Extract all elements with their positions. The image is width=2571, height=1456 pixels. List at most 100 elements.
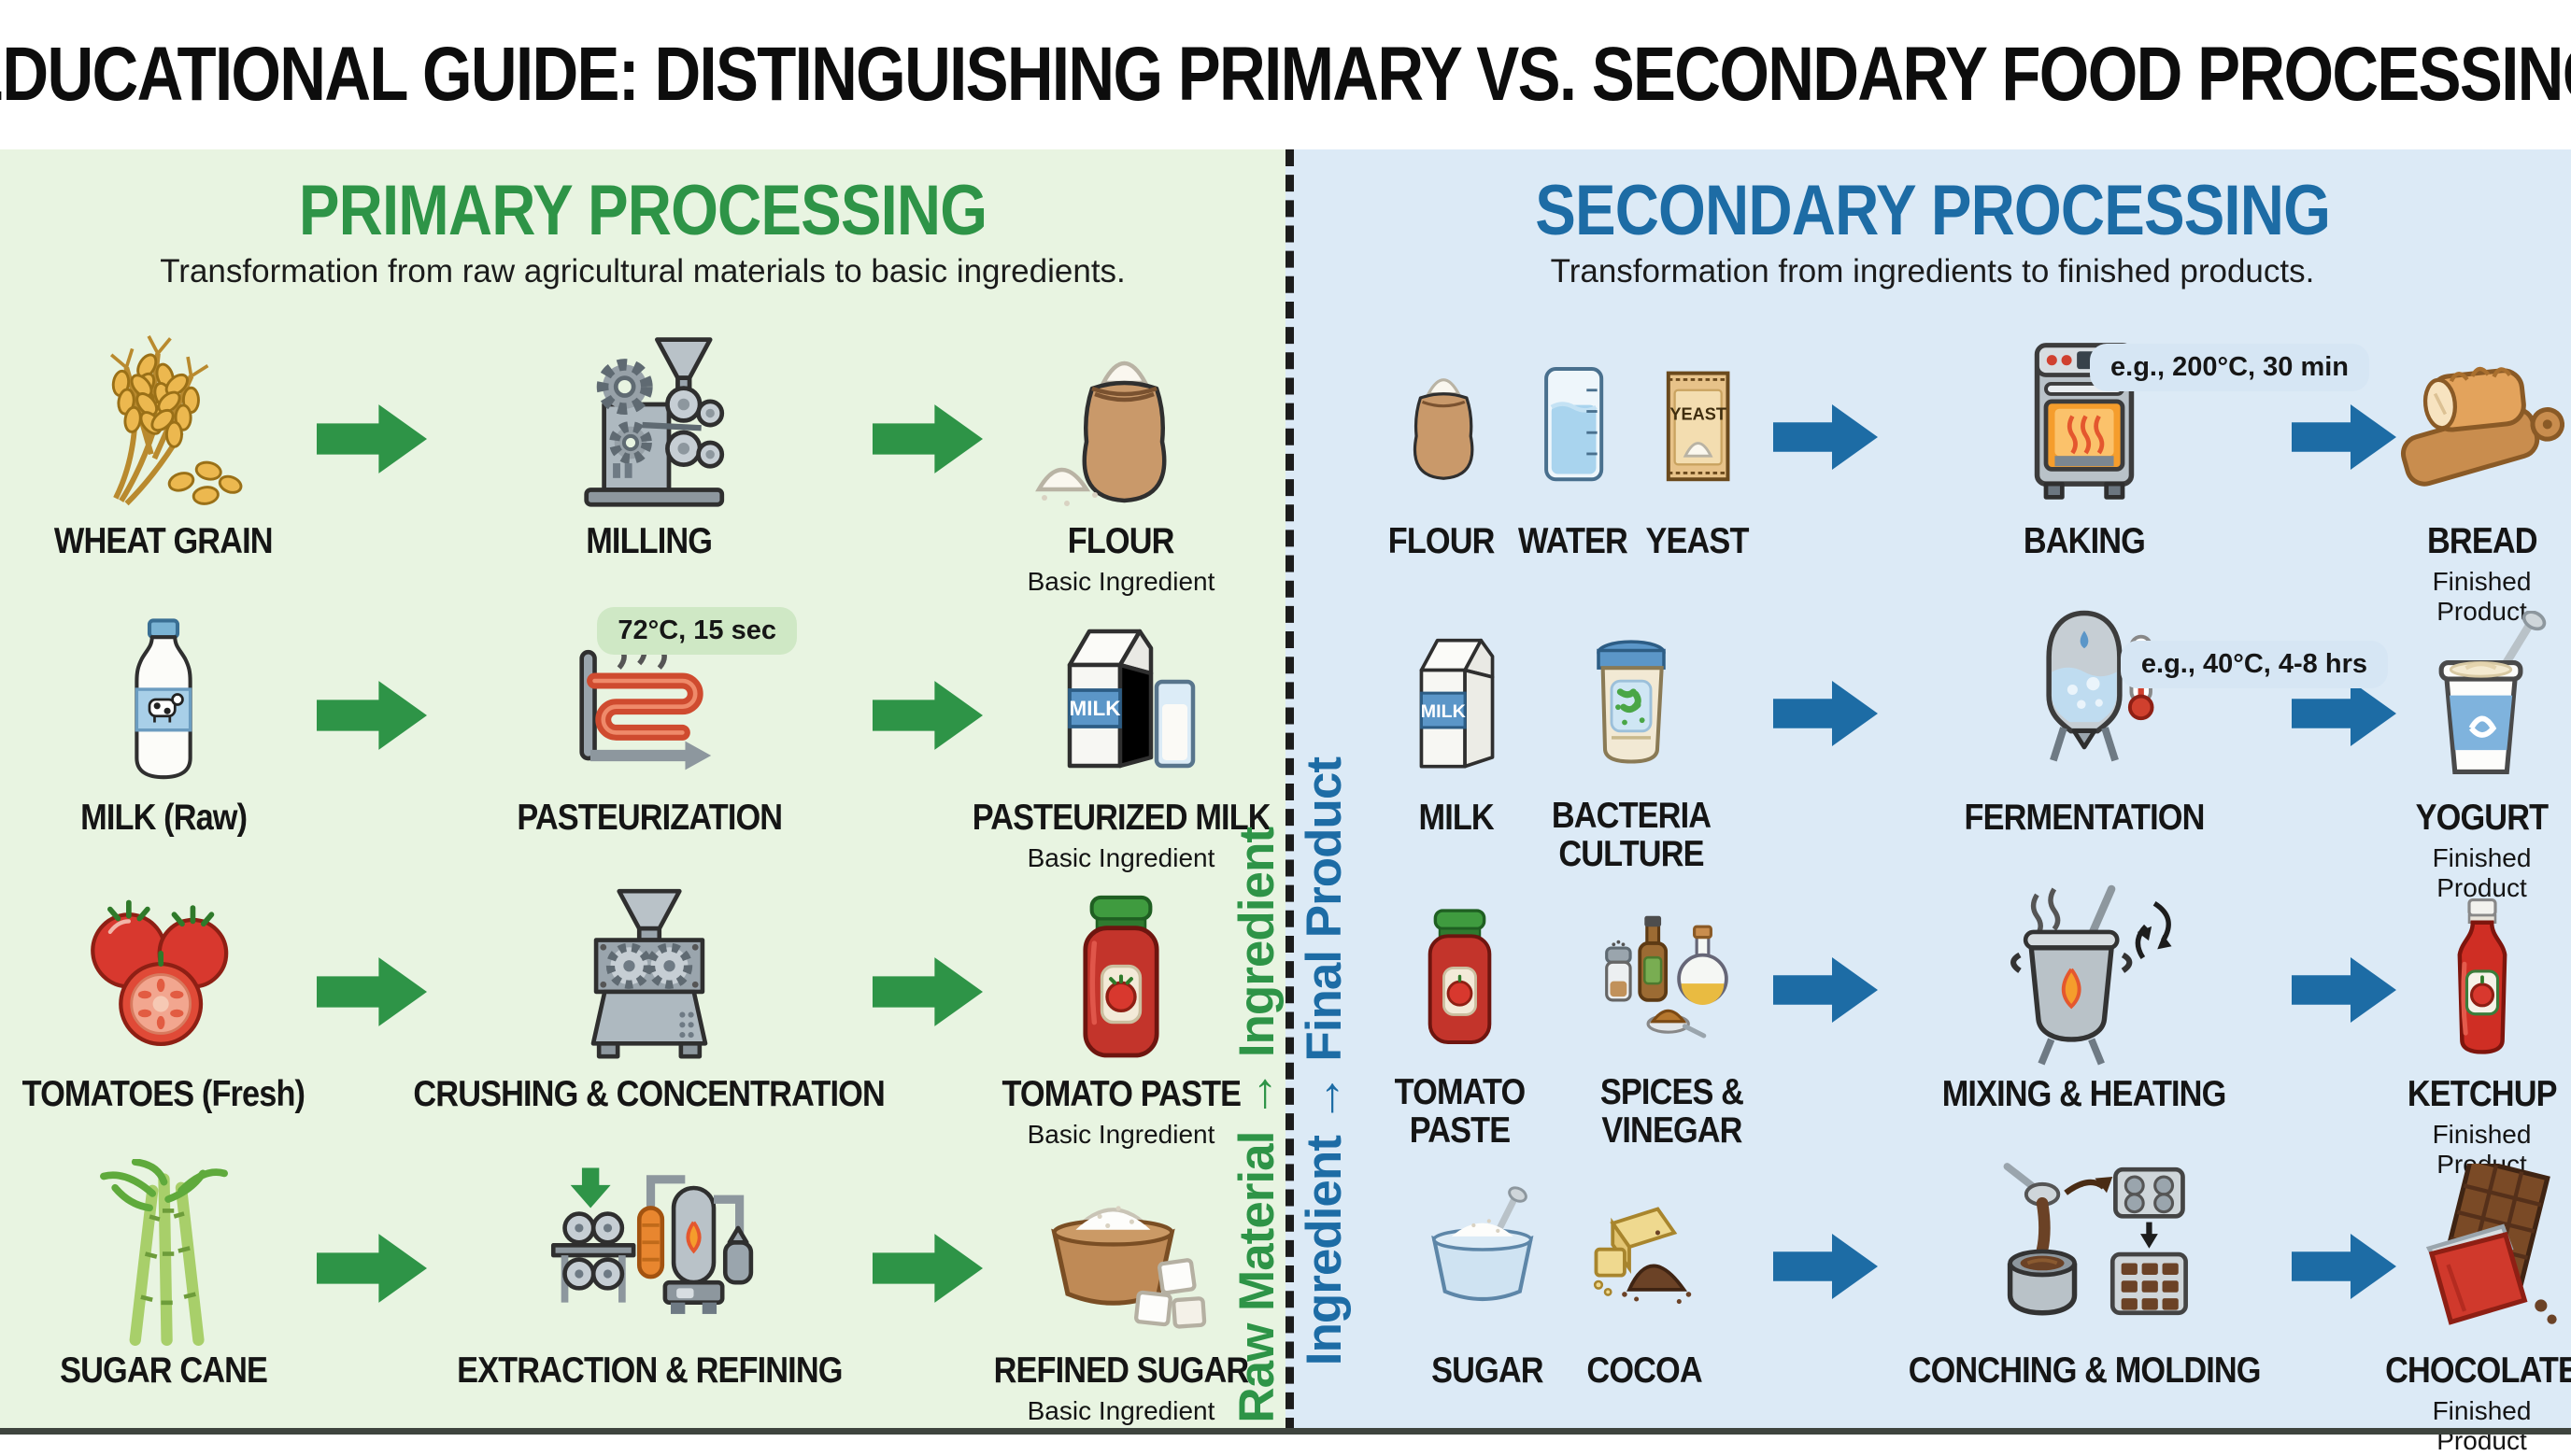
process-condition-badge: e.g., 200°C, 30 min [2090,344,2369,391]
input-label: SPICES & VINEGAR [1599,1072,1744,1151]
wheat-grain-icon [75,334,243,506]
input-label: TOMATO PASTE [1394,1072,1527,1151]
input-label: SUGAR CANE [60,1350,268,1391]
milling-machine-icon [583,336,724,507]
flow-arrow-icon [1772,957,1878,1023]
primary-row-milk: MILK (Raw) 72°C, 15 sec [0,603,1286,880]
process-label: BAKING [2023,521,2146,561]
secondary-row-chocolate: SUGAR [1294,1156,2571,1455]
output-label: REFINED SUGAR [993,1350,1250,1391]
flow-arrow-icon [1772,404,1878,470]
input-label: COCOA [1586,1350,1703,1391]
flour-sack-icon [1034,360,1166,506]
process-condition-badge: 72°C, 15 sec [597,607,797,655]
flow-arrow-icon [2291,1234,2396,1299]
output-label: YOGURT [2415,798,2549,838]
flow-arrow-icon [316,681,427,750]
flow-arrow-icon [1772,1234,1878,1299]
yogurt-cup-icon [2438,611,2546,775]
input-label: WATER [1517,521,1628,561]
process-label: FERMENTATION [1964,798,2206,838]
flow-arrow-icon [872,957,983,1026]
page-title: EDUCATIONAL GUIDE: DISTINGUISHING PRIMAR… [0,32,2571,117]
output-sublabel: Basic Ingredient [1027,1396,1215,1425]
packet-text: YEAST [1669,405,1726,424]
fermentation-tank-icon [2046,610,2157,761]
water-beaker-icon [1544,367,1604,482]
input-label: FLOUR [1388,521,1496,561]
process-label: PASTEURIZATION [517,798,783,838]
bread-board-icon [2401,366,2565,487]
output-label: BREAD [2426,521,2538,561]
flow-arrow-icon [316,1234,427,1303]
process-label: MIXING & HEATING [1942,1074,2227,1114]
secondary-row-yogurt: MILK MILK [1294,603,2571,902]
refined-sugar-bowl-icon [1051,1206,1207,1329]
title-band: EDUCATIONAL GUIDE: DISTINGUISHING PRIMAR… [0,0,2571,149]
bottom-border [0,1428,2571,1435]
flow-arrow-icon [316,404,427,474]
input-label: MILK (Raw) [79,798,248,838]
spices-vinegar-icon [1605,915,1728,1038]
sugar-cane-icon [99,1159,228,1346]
primary-row-tomatoes: TOMATOES (Fresh) [0,880,1286,1156]
mixing-pot-icon [2010,884,2172,1065]
bacteria-culture-jar-icon [1596,640,1666,764]
flour-sack-icon [1413,378,1474,480]
flow-arrow-icon [2291,404,2396,470]
process-label: CONCHING & MOLDING [1908,1350,2262,1391]
yeast-packet-icon: YEAST [1666,371,1730,482]
output-label: PASTEURIZED MILK [972,798,1271,838]
input-label: WHEAT GRAIN [54,521,274,561]
tomato-paste-jar-icon [1428,908,1492,1044]
flow-arrow-icon [316,957,427,1026]
secondary-row-bread: FLOUR WATER [1294,327,2571,626]
secondary-processing-panel: SECONDARY PROCESSING Transformation from… [1286,149,2571,1455]
refinery-icon [550,1167,754,1314]
primary-subtitle: Transformation from raw agricultural mat… [160,253,1126,290]
flow-arrow-icon [1772,681,1878,746]
secondary-header: SECONDARY PROCESSING Transformation from… [1294,149,2571,327]
tomatoes-icon [91,899,229,1046]
crusher-machine-icon [590,888,708,1059]
primary-processing-panel: PRIMARY PROCESSING Transformation from r… [0,149,1286,1435]
output-sublabel: Finished Product [2432,567,2532,626]
flow-arrow-icon [872,681,983,750]
primary-header: PRIMARY PROCESSING Transformation from r… [0,149,1286,327]
comparison-panels: PRIMARY PROCESSING Transformation from r… [0,149,2571,1455]
primary-side-label: Raw Material → Ingredient [1229,827,1285,1423]
output-label: KETCHUP [2407,1074,2558,1114]
primary-row-sugarcane: SUGAR CANE [0,1156,1286,1433]
conching-molding-icon [2003,1162,2188,1315]
process-label: EXTRACTION & REFINING [456,1350,843,1391]
output-label: FLOUR [1068,521,1175,561]
milk-carton-icon: MILK [1419,638,1494,769]
input-label: YEAST [1645,521,1749,561]
input-label: BACTERIA CULTURE [1551,796,1711,874]
flow-arrow-icon [872,404,983,474]
output-sublabel: Basic Ingredient [1027,1120,1215,1149]
raw-milk-bottle-icon [135,618,192,780]
flow-arrow-icon [872,1234,983,1303]
ketchup-bottle-icon [2457,898,2507,1054]
milk-carton-glass-icon: MILK [1067,629,1195,768]
process-label: CRUSHING & CONCENTRATION [413,1074,886,1114]
carton-text: MILK [1069,697,1121,720]
input-label: SUGAR [1430,1350,1543,1391]
output-sublabel: Basic Ingredient [1027,843,1215,872]
cocoa-icon [1593,1206,1692,1304]
input-label: MILK [1418,798,1495,838]
output-sublabel: Finished Product [2432,1396,2532,1455]
process-label: MILLING [586,521,714,561]
input-label: TOMATOES (Fresh) [21,1074,305,1114]
flow-arrow-icon [2291,681,2396,746]
output-sublabel: Basic Ingredient [1027,567,1215,596]
tomato-paste-jar-icon [1083,895,1159,1057]
output-label: TOMATO PASTE [1001,1074,1242,1114]
output-sublabel: Finished Product [2432,843,2532,902]
secondary-row-ketchup: TOMATO PASTE [1294,880,2571,1179]
output-label: CHOCOLATE [2385,1350,2571,1391]
carton-text: MILK [1420,700,1465,721]
chocolate-bar-icon [2425,1164,2557,1325]
flow-arrow-icon [2291,957,2396,1023]
